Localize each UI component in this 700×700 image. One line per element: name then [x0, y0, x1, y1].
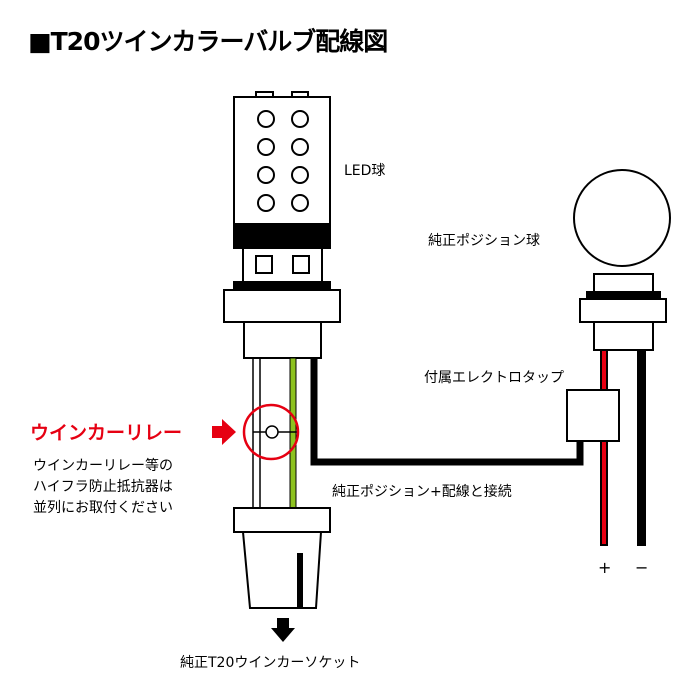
plus-label: +	[598, 558, 612, 577]
note-line-2: ハイフラ防止抵抗器は	[33, 479, 173, 495]
led-bulb	[223, 91, 341, 359]
relay-symbol	[212, 403, 300, 461]
electro-tap	[566, 389, 620, 442]
bulb-wires	[252, 357, 584, 509]
socket-label: 純正T20ウインカーソケット	[180, 655, 361, 671]
note-line-1: ウインカーリレー等の	[33, 458, 173, 474]
led-bulb-label: LED球	[344, 163, 386, 179]
position-bulb	[566, 169, 671, 546]
note-line-3: 並列にお取付ください	[33, 500, 173, 516]
connection-label: 純正ポジション+配線と接続	[332, 484, 512, 500]
page-title: ■T20ツインカラーバルブ配線図	[28, 27, 388, 56]
socket	[233, 507, 331, 642]
minus-label: −	[635, 558, 649, 577]
arrow-down-icon	[271, 618, 295, 642]
arrow-right-icon	[212, 419, 236, 445]
relay-label: ウインカーリレー	[30, 422, 183, 444]
electro-tap-label: 付属エレクトロタップ	[424, 370, 564, 386]
position-bulb-label: 純正ポジション球	[428, 233, 540, 249]
